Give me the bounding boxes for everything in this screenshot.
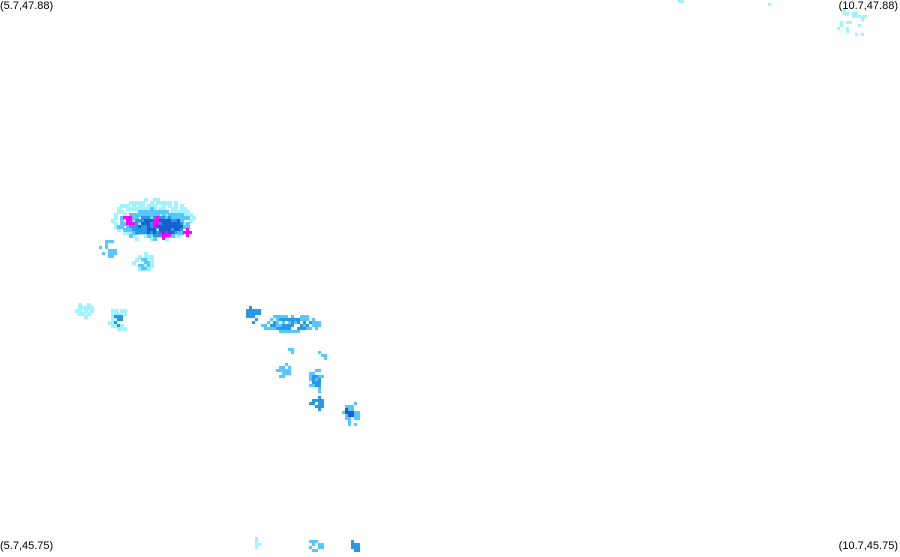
echo-cell	[288, 348, 294, 354]
echo-cell	[318, 351, 327, 360]
echo-band-south	[270, 318, 312, 330]
echo-cell	[309, 396, 324, 411]
corner-label-bottom-left: (5.7,45.75)	[0, 540, 54, 552]
echo-cell-northeast	[678, 0, 684, 3]
echo-band-south	[246, 306, 261, 324]
echo-cell	[255, 537, 261, 549]
echo-cell	[309, 540, 324, 552]
echo-cell	[276, 363, 291, 378]
echo-cell	[99, 240, 117, 258]
echo-cell	[75, 303, 94, 319]
echo-cell	[351, 540, 360, 552]
echo-core-d	[183, 228, 192, 237]
echo-cell	[138, 258, 150, 270]
echo-core-c	[159, 231, 171, 240]
echo-cell	[345, 408, 354, 417]
echo-core-a	[123, 216, 135, 225]
corner-label-top-left: (5.7,47.88)	[0, 0, 54, 12]
echo-cell	[114, 315, 123, 327]
echo-cell-northeast	[768, 3, 771, 6]
corner-label-top-right: (10.7,47.88)	[838, 0, 898, 12]
corner-label-bottom-right: (10.7,45.75)	[838, 540, 898, 552]
echo-cell	[312, 375, 321, 387]
echo-core-b	[153, 216, 159, 228]
echo-cell-northeast	[837, 9, 867, 36]
